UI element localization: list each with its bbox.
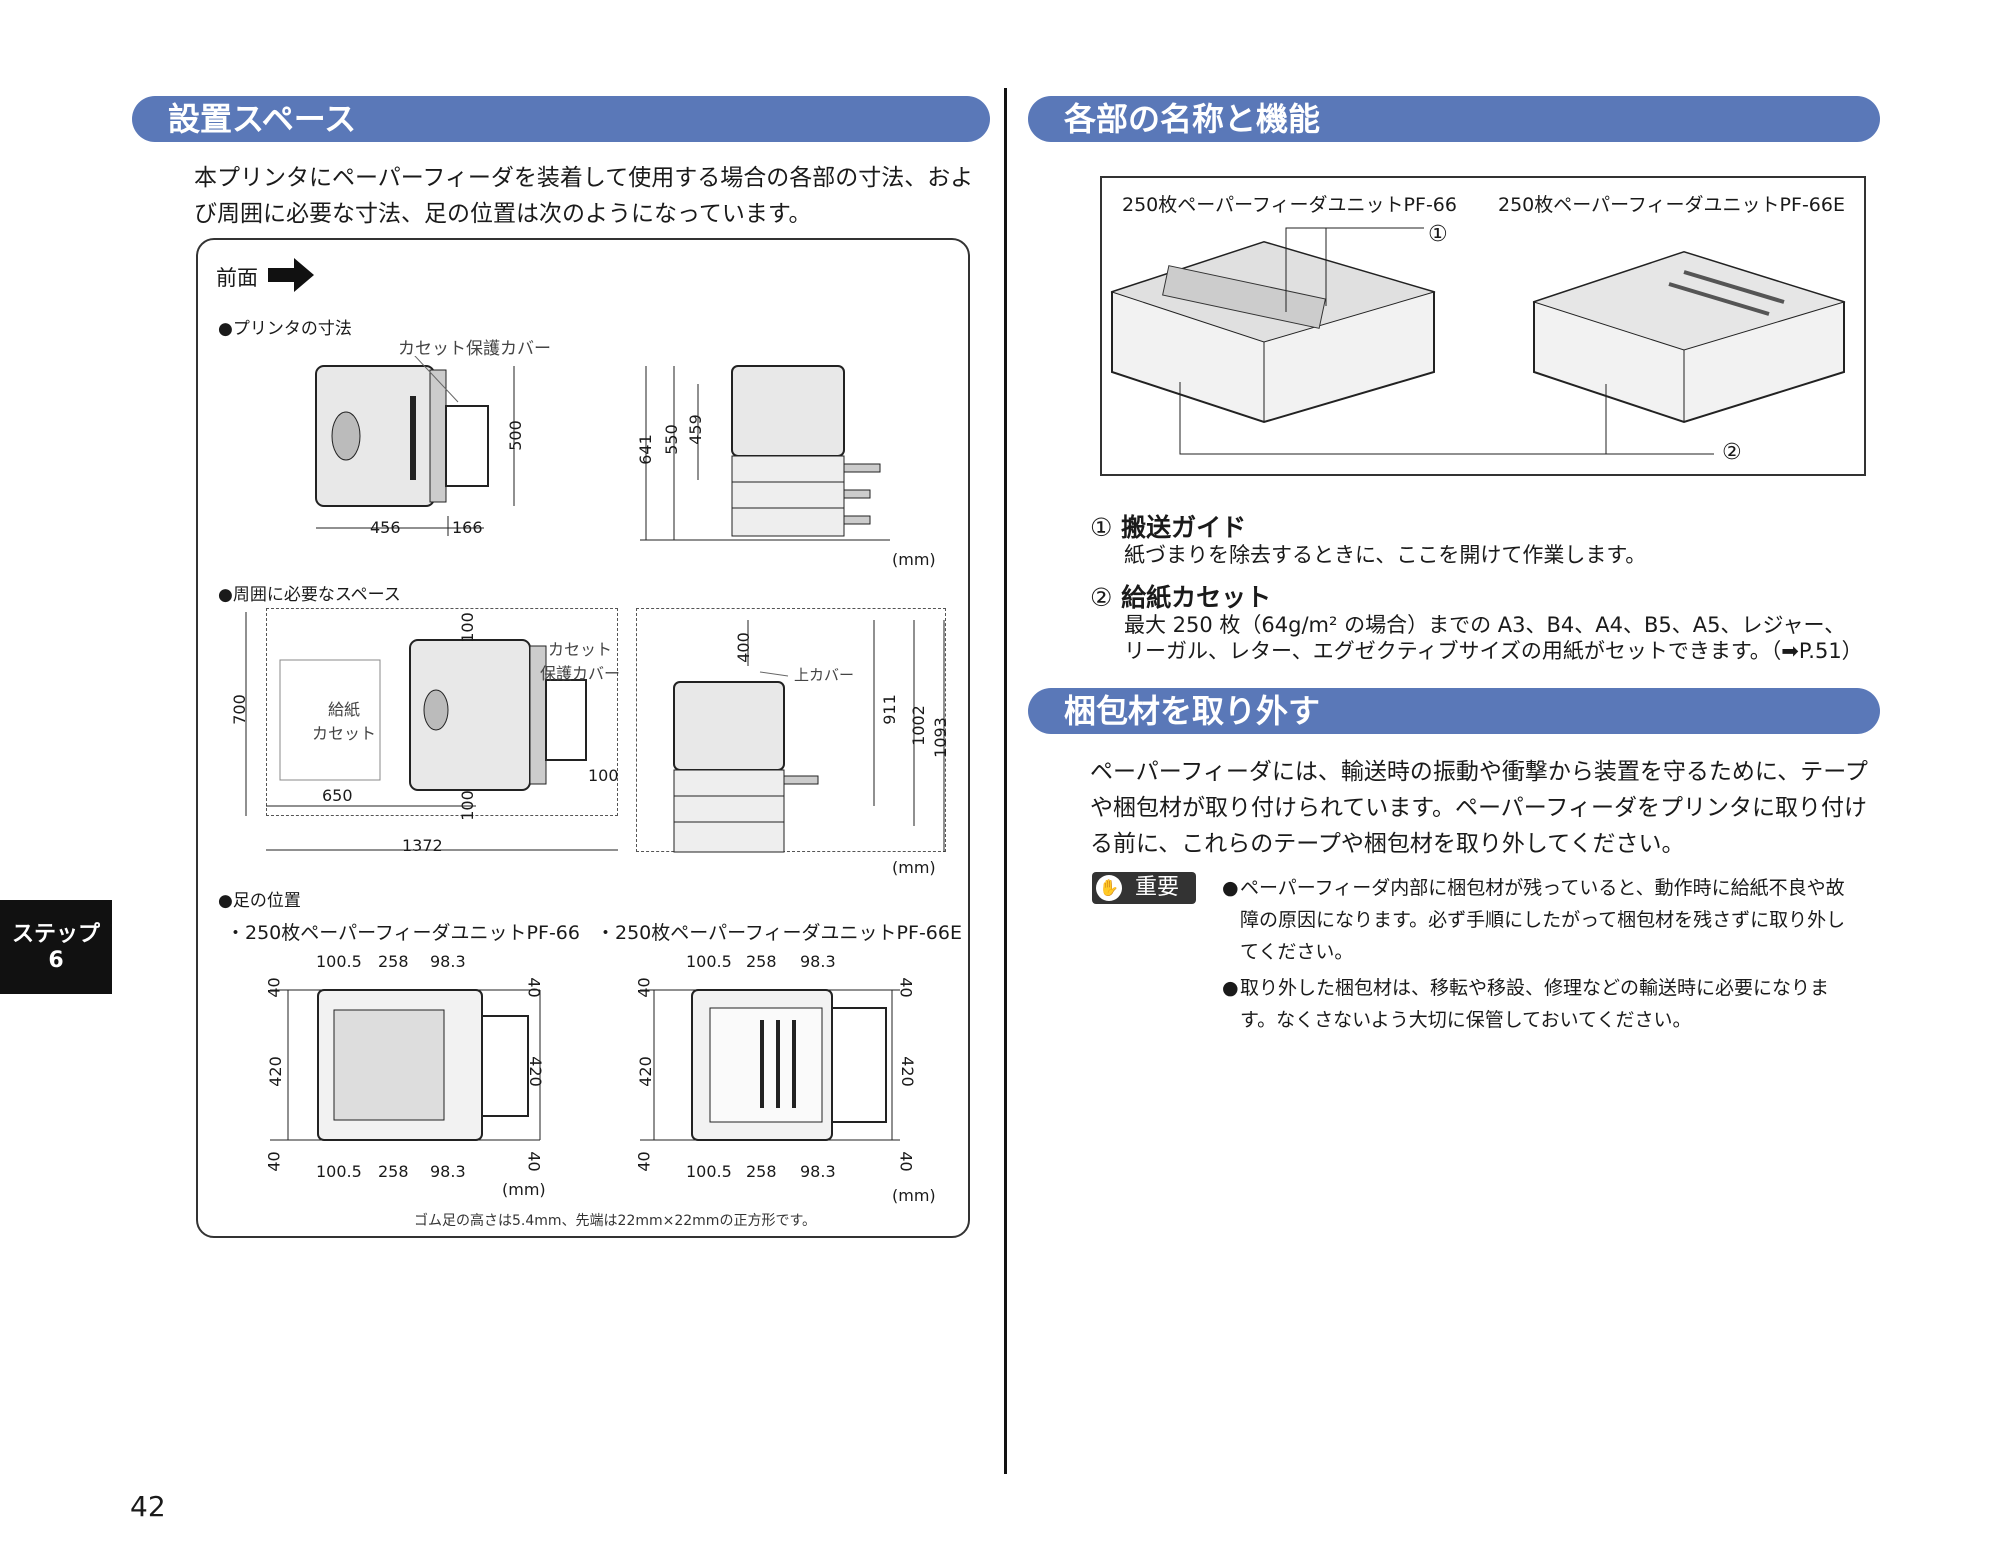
dim-459: 459: [685, 414, 705, 445]
space-side-view-area: [636, 608, 946, 852]
pf66e-dim-40-right-bottom: 40: [896, 1151, 916, 1172]
dim-1002: 1002: [908, 705, 928, 746]
pf66-dim-40-right-bottom: 40: [524, 1151, 544, 1172]
packing-intro: ペーパーフィーダには、輸送時の振動や衝撃から装置を守るために、テープ や梱包材が…: [1090, 759, 1868, 857]
pf66e-dim-100-5-top: 100.5: [686, 952, 732, 971]
printer-dims-unit: (mm): [892, 550, 936, 569]
important-bullet-2: ● 取り外した梱包材は、移転や移設、修理などの輸送時に必要になりま す。なくさな…: [1222, 977, 1830, 1031]
callout-1-marker: ①: [1428, 222, 1448, 247]
pf66-dim-40-right-top: 40: [524, 977, 544, 998]
item-2-title: ② 給紙カセット: [1090, 583, 1272, 612]
pf66e-dim-98-3-top: 98.3: [800, 952, 836, 971]
feet-position-label: ●足の位置: [218, 891, 301, 911]
important-bullet-1: ● ペーパーフィーダ内部に梱包材が残っていると、動作時に給紙不良や故 障の原因に…: [1222, 877, 1846, 963]
feet-pf66e-drawing: [640, 989, 900, 1141]
pf66-dim-100-5-top: 100.5: [316, 952, 362, 971]
item-1-title: ① 搬送ガイド: [1090, 513, 1247, 542]
section-header-remove-packing: 梱包材を取り外す: [1028, 688, 1880, 734]
column-divider: [1004, 88, 1007, 1474]
pf66-dim-98-3-top: 98.3: [430, 952, 466, 971]
dim-550: 550: [661, 424, 681, 455]
dim-700: 700: [229, 694, 249, 725]
feet-pf66e-label: ・250枚ペーパーフィーダユニットPF-66E: [596, 922, 962, 944]
front-label: 前面: [216, 266, 258, 290]
dim-400: 400: [733, 632, 753, 663]
dim-1372: 1372: [402, 836, 443, 855]
space-unit: (mm): [892, 858, 936, 877]
step-tab: ステップ 6: [0, 900, 112, 994]
pf66-dim-100-5-bottom: 100.5: [316, 1162, 362, 1181]
surrounding-space-label: ●周囲に必要なスペース: [218, 585, 401, 605]
pf66-unit: (mm): [502, 1180, 546, 1199]
dim-641: 641: [635, 434, 655, 465]
feet-pf66-label: ・250枚ペーパーフィーダユニットPF-66: [226, 922, 580, 944]
space-cover-label: カセット 保護カバー: [540, 640, 621, 683]
dim-500: 500: [505, 420, 525, 451]
dim-911: 911: [879, 694, 899, 725]
photo-label-pf66e: 250枚ペーパーフィーダユニットPF-66E: [1498, 194, 1845, 216]
dimension-diagram-frame: [196, 238, 970, 1238]
dim-100-right: 100: [588, 766, 619, 785]
pf66-dim-258-bottom: 258: [378, 1162, 409, 1181]
item-2-desc: 最大 250 枚（64g/m² の場合）までの A3、B4、A4、B5、A5、レ…: [1124, 613, 1863, 663]
item-1-desc: 紙づまりを除去するときに、ここを開けて作業します。: [1124, 543, 1647, 567]
pf66-dim-258-top: 258: [378, 952, 409, 971]
important-badge: ✋ 重要: [1092, 872, 1196, 904]
pf66e-dim-258-bottom: 258: [746, 1162, 777, 1181]
pf66e-dim-420-right: 420: [897, 1056, 917, 1087]
printer-top-view-drawing: [315, 356, 515, 536]
pf66e-dim-40-left-top: 40: [634, 977, 654, 998]
pf66-dim-40-left-top: 40: [264, 977, 284, 998]
hand-stop-icon: ✋: [1096, 875, 1122, 901]
pf66-dim-40-left-bottom: 40: [264, 1151, 284, 1172]
paper-feeder-photo-frame: [1100, 176, 1866, 476]
printer-side-view-drawing: [640, 365, 890, 541]
front-arrow-icon: [268, 258, 314, 292]
pf66-dim-420-left: 420: [265, 1056, 285, 1087]
space-top-view-drawing: [245, 612, 618, 851]
installation-intro: 本プリンタにペーパーフィーダを装着して使用する場合の各部の寸法、およ び周囲に必…: [194, 165, 974, 227]
page-number: 42: [130, 1490, 166, 1523]
pf66e-dim-420-left: 420: [635, 1056, 655, 1087]
dim-456: 456: [370, 518, 401, 537]
paper-feeder-illustrations: [1110, 227, 1846, 455]
dim-650: 650: [322, 786, 353, 805]
pf66e-dim-258-top: 258: [746, 952, 777, 971]
dim-100-bottom: 100: [457, 790, 477, 821]
section-header-installation-space: 設置スペース: [132, 96, 990, 142]
space-top-view-area: [266, 608, 618, 816]
feet-pf66-drawing: [270, 989, 541, 1141]
photo-label-pf66: 250枚ペーパーフィーダユニットPF-66: [1122, 194, 1457, 216]
pf66e-dim-40-right-top: 40: [896, 977, 916, 998]
section-header-parts-names: 各部の名称と機能: [1028, 96, 1880, 142]
pf66e-dim-98-3-bottom: 98.3: [800, 1162, 836, 1181]
pf66e-dim-100-5-bottom: 100.5: [686, 1162, 732, 1181]
pf66e-dim-40-left-bottom: 40: [634, 1151, 654, 1172]
upper-cover-label: 上カバー: [794, 666, 855, 684]
rubber-feet-note: ゴム足の高さは5.4mm、先端は22mm×22mmの正方形です。: [414, 1213, 817, 1229]
pf66-dim-420-right: 420: [525, 1056, 545, 1087]
space-side-view-drawing: [673, 620, 945, 853]
dim-1093: 1093: [930, 717, 950, 758]
printer-dimensions-label: ●プリンタの寸法: [218, 319, 352, 339]
dim-100-top: 100: [457, 612, 477, 643]
pf66-dim-98-3-bottom: 98.3: [430, 1162, 466, 1181]
cassette-cover-label: カセット保護カバー: [398, 339, 551, 359]
paper-cassette-label: 給紙 カセット: [312, 700, 377, 743]
pf66e-unit: (mm): [892, 1186, 936, 1205]
dim-166: 166: [452, 518, 483, 537]
callout-2-marker: ②: [1722, 440, 1742, 465]
